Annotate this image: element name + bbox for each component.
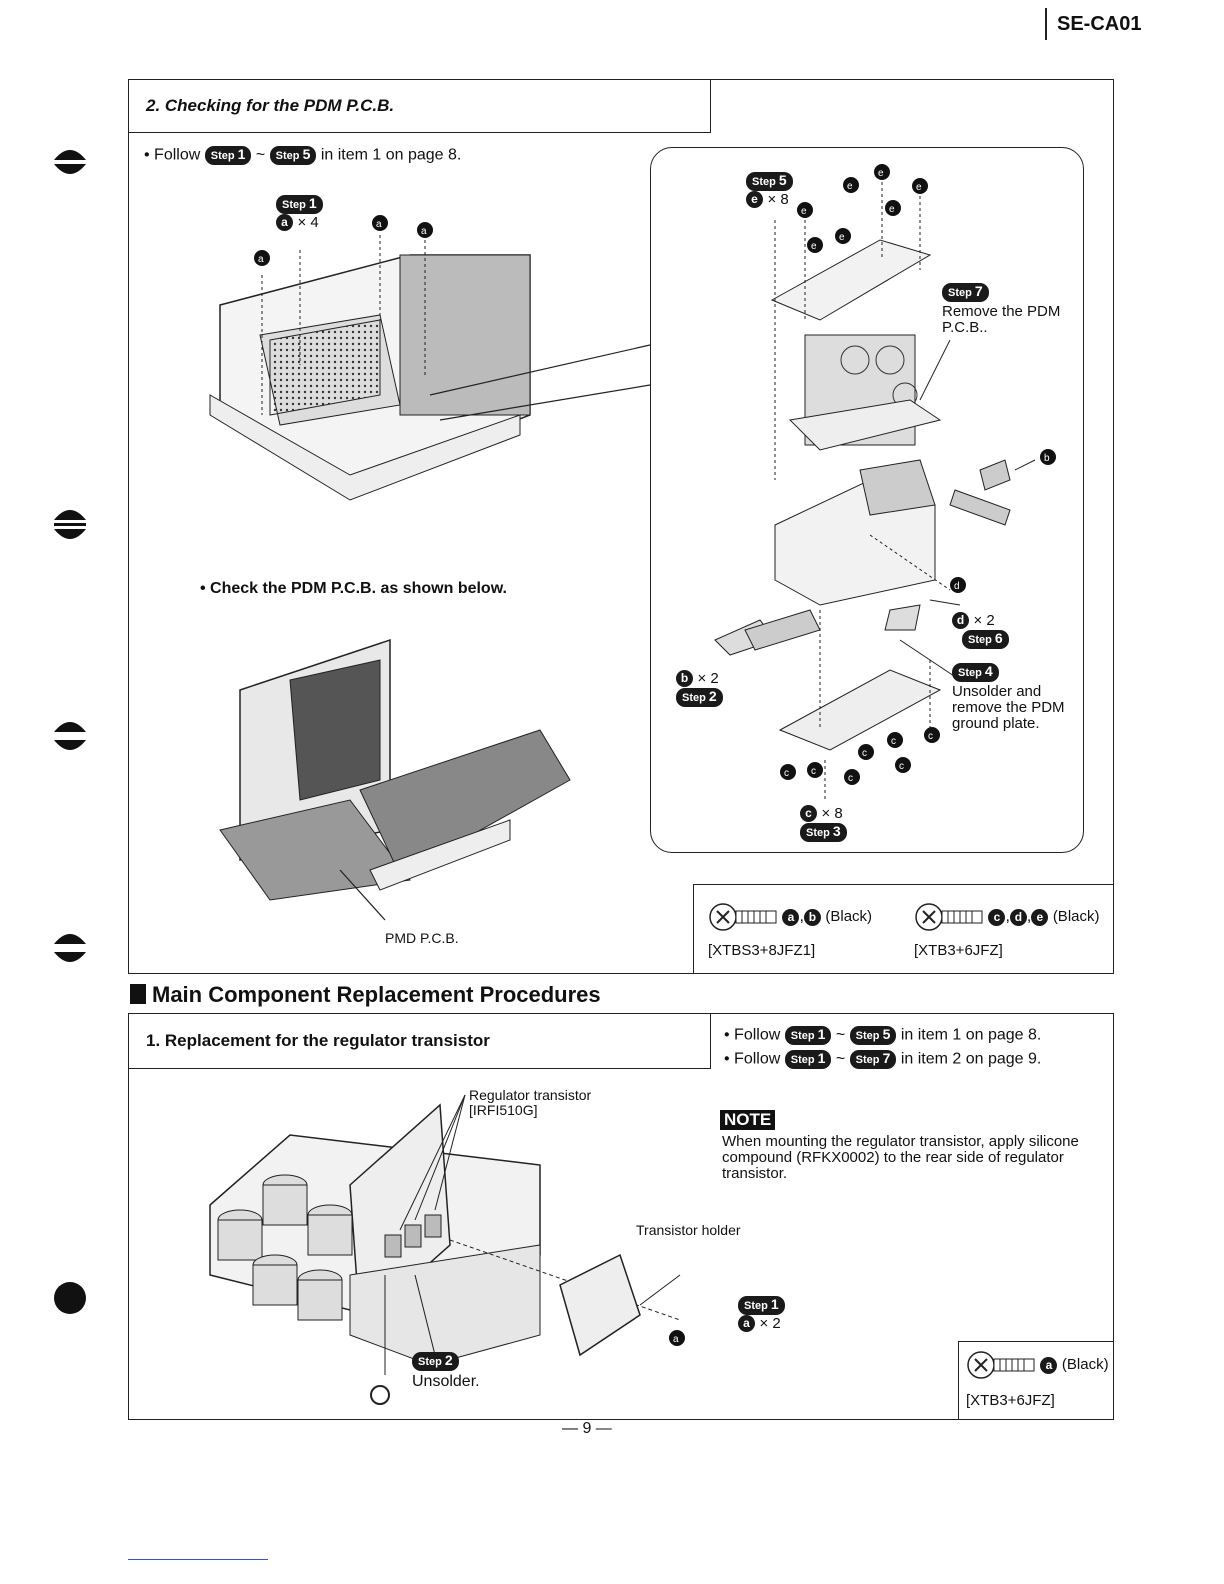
section-reg-title: 1. Replacement for the regulator transis… [146,1031,490,1050]
unsolder-text: Unsolder. [412,1373,480,1390]
screw-icon [915,903,983,931]
step3-callout: c × 8 Step 3 [800,805,847,842]
pdm-follow-line: • Follow Step 1 ~ Step 5 in item 1 on pa… [144,146,462,165]
screw-part-ab: [XTBS3+8JFZ1] [708,942,816,959]
screw-a-icon: a [738,1315,755,1333]
step6-callout: d × 2 Step 6 [952,612,1009,649]
svg-text:c: c [811,766,816,777]
step2-callout: b × 2 Step 2 [676,670,723,707]
svg-text:d: d [954,581,960,592]
svg-text:a: a [258,254,264,265]
screw-legend-cde: c,d,e (Black) [XTB3+6JFZ] [914,902,1099,959]
page-number: — 9 — [562,1420,612,1437]
svg-text:e: e [878,168,884,179]
heading-square-icon [130,984,146,1004]
step-badge: Step 1 [204,146,252,165]
screw-a-icon: a [276,214,293,232]
reg-step1-callout: Step 1 a × 2 [738,1296,785,1333]
svg-text:b: b [1044,453,1050,464]
screw-e-icon: e [746,191,763,209]
note-label: NOTE [720,1110,776,1130]
note-text: When mounting the regulator transistor, … [722,1133,1079,1182]
model-label: SE-CA01 [1057,13,1142,35]
reg-step2-callout: Step 2 Unsolder. [412,1352,480,1390]
svg-text:e: e [811,241,817,252]
screw-legend-box [693,884,1114,974]
check-pdm-text: • Check the PDM P.C.B. as shown below. [200,580,507,597]
svg-text:c: c [862,748,867,759]
reg-screw-part: [XTB3+6JFZ] [966,1392,1055,1409]
pcb-label: PMD P.C.B. [385,930,459,946]
svg-text:a: a [673,1334,679,1345]
screw-c-icon: c [800,805,817,823]
step4-text: Unsolder and remove the PDM ground plate… [952,683,1065,732]
section-pdm-title: 2. Checking for the PDM P.C.B. [146,96,395,115]
holder-label: Transistor holder [636,1222,741,1238]
reg-follow-1: • Follow Step 1 ~ Step 5 in item 1 on pa… [724,1026,1042,1045]
step7-callout: Step 7 Remove the PDM P.C.B.. [942,283,1061,336]
exploded-view-frame [650,147,1084,853]
screw-icon [709,903,777,931]
reg-follow-2: • Follow Step 1 ~ Step 7 in item 2 on pa… [724,1050,1042,1069]
screw-legend-ab: a,b (Black) [XTBS3+8JFZ1] [708,902,872,959]
follow-suffix: in item 1 on page 8. [320,146,462,164]
section-reg-title-box [128,1013,711,1069]
binder-marks [54,150,86,1314]
pdm-board-illustration [219,638,571,921]
svg-text:a: a [376,219,382,230]
step7-text: Remove the PDM P.C.B.. [942,303,1061,336]
svg-text:e: e [801,206,807,217]
svg-text:e: e [916,182,922,193]
screw-icon [967,1351,1035,1379]
regulator-assembly-illustration: a [209,1094,685,1405]
svg-text:e: e [839,232,845,243]
exploded-pdm-illustration: e e e e e e e b d c c c c c c c [714,164,1056,800]
svg-text:c: c [899,761,904,772]
section-pdm-title-box [128,79,711,133]
header-divider [1045,8,1047,40]
follow-prefix: • Follow [144,146,201,164]
step1-callout: Step 1 a × 4 [276,195,323,232]
reg-screw-legend-box [958,1341,1114,1420]
svg-text:c: c [928,731,933,742]
screw-d-icon: d [952,612,969,630]
step-badge: Step 1 [784,1026,832,1045]
step-badge: Step 5 [849,1026,897,1045]
svg-text:e: e [889,204,895,215]
main-heading: Main Component Replacement Procedures [130,982,601,1008]
step-badge: Step 7 [849,1050,897,1069]
svg-text:c: c [784,768,789,779]
step4-callout: Step 4 Unsolder and remove the PDM groun… [952,663,1072,732]
svg-text:e: e [847,181,853,192]
regulator-label: Regulator transistor [IRFI510G] [469,1087,592,1118]
step5-callout: Step 5 e × 8 [746,172,793,209]
svg-text:a: a [421,226,427,237]
bottom-rule [128,1559,268,1560]
screw-b-icon: b [676,670,693,688]
step-badge: Step 5 [269,146,317,165]
chassis-illustration: a a a [209,215,651,501]
step-badge: Step 1 [784,1050,832,1069]
svg-text:c: c [891,736,896,747]
screw-part-cde: [XTB3+6JFZ] [914,942,1003,959]
reg-screw-legend: a (Black) [XTB3+6JFZ] [966,1350,1109,1409]
svg-text:c: c [848,773,853,784]
